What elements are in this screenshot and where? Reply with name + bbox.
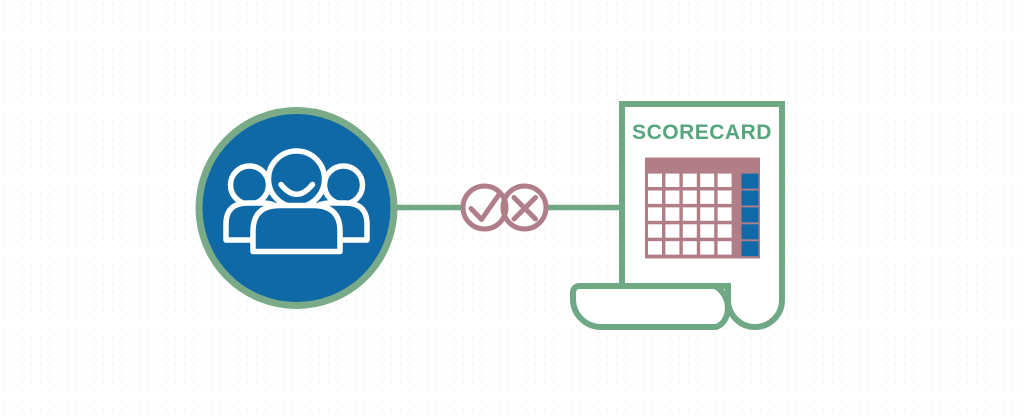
table-cell — [665, 190, 680, 204]
table-cell-score — [741, 241, 759, 257]
audience-circle — [195, 107, 398, 309]
table-cell — [717, 190, 732, 204]
table-cell-score — [741, 224, 759, 240]
table-cell — [717, 241, 732, 255]
people-group-icon — [223, 148, 370, 255]
table-cell-score — [741, 173, 759, 189]
cross-badge-ring — [500, 183, 549, 232]
table-cell — [665, 207, 680, 221]
table-cell — [700, 173, 715, 187]
table-cell — [665, 224, 680, 238]
table-cell — [700, 224, 715, 238]
table-cell — [648, 190, 662, 204]
cross-icon — [511, 195, 538, 222]
table-cell-score — [741, 190, 759, 206]
table-cell — [700, 207, 715, 221]
check-badge-ring — [460, 183, 509, 232]
scorecard-table-icon — [645, 157, 760, 259]
table-cell — [648, 207, 662, 221]
smile-icon — [278, 181, 316, 197]
table-cell — [648, 241, 662, 255]
scorecard-title: SCORECARD — [632, 121, 772, 144]
table-cell — [665, 173, 680, 187]
table-cell — [700, 190, 715, 204]
person-center-body — [250, 202, 343, 255]
table-cell — [682, 224, 697, 238]
scorecard-document-icon: SCORECARD — [570, 101, 785, 330]
table-cell-score — [741, 207, 759, 223]
table-cell — [648, 224, 662, 238]
review-badges — [460, 183, 549, 232]
table-cell — [665, 241, 680, 255]
table-cell — [717, 173, 732, 187]
table-cell — [682, 241, 697, 255]
document-curl-flap — [570, 283, 731, 330]
person-left-head — [227, 163, 272, 207]
table-cell — [717, 207, 732, 221]
table-cell — [700, 241, 715, 255]
table-cell — [717, 224, 732, 238]
check-icon — [468, 192, 502, 222]
scorecard-table-cells — [648, 173, 759, 257]
person-center-head — [265, 148, 328, 210]
table-cell — [648, 173, 662, 187]
table-cell — [682, 173, 697, 187]
person-right-head — [321, 163, 366, 207]
table-cell — [682, 190, 697, 204]
table-cell — [682, 207, 697, 221]
